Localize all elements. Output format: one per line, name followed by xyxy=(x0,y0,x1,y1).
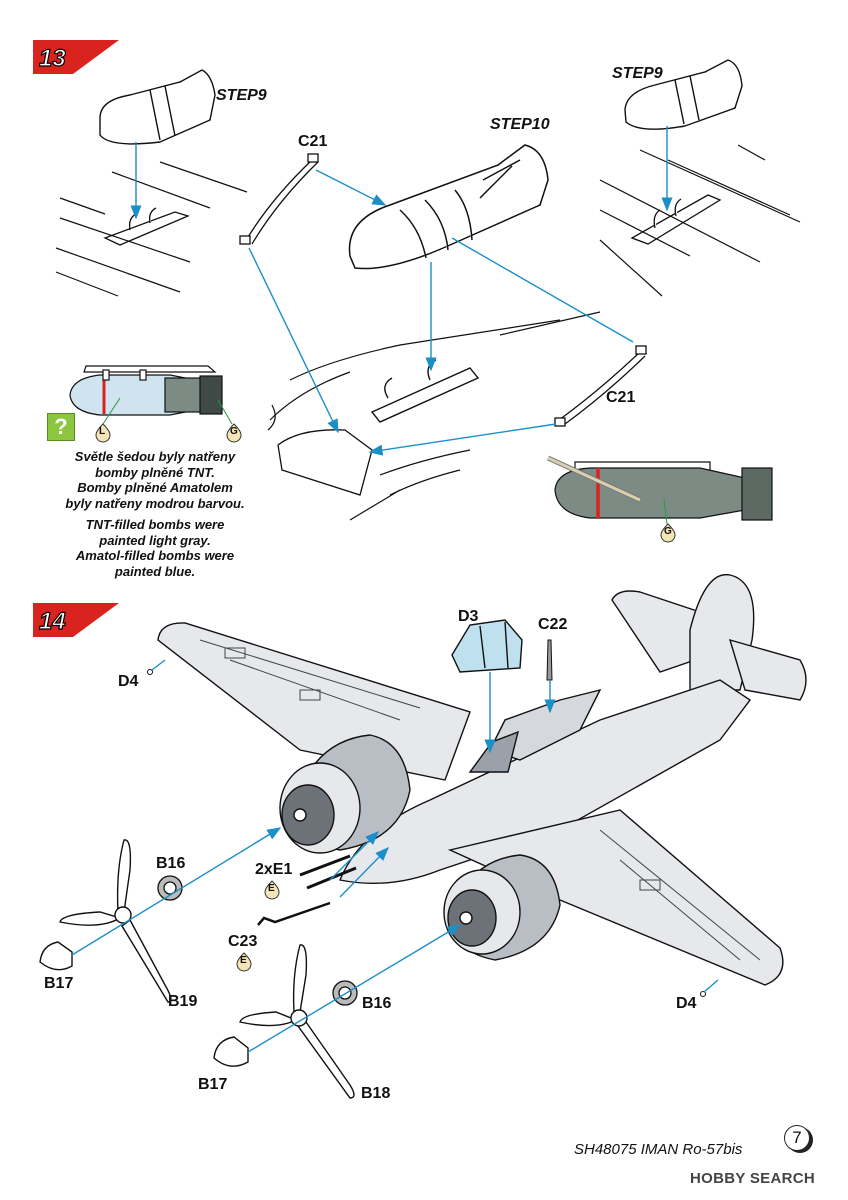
label-b16-left: B16 xyxy=(156,855,186,872)
paint-code-e1: E xyxy=(268,883,275,894)
c21-strut-top xyxy=(239,153,319,245)
step-badge-14: 14 xyxy=(33,603,119,637)
label-d4-left: D4 xyxy=(118,673,139,690)
exhaust-e1-parts xyxy=(299,854,357,890)
leaders-step14 xyxy=(71,659,719,1053)
paint-drop-g-right-shape xyxy=(660,523,676,543)
bay-panel xyxy=(277,429,373,496)
label-b18: B18 xyxy=(361,1085,391,1102)
cone-b17-right xyxy=(213,1036,249,1067)
label-b17-right: B17 xyxy=(198,1076,228,1093)
step-badge-14-shape xyxy=(33,603,119,637)
label-c22: C22 xyxy=(538,616,568,633)
note-czech: Světle šedou byly natřeny bomby plněné T… xyxy=(42,449,268,511)
bomb-profile-gray xyxy=(546,455,773,521)
watermark-brand: HOBBY SEARCH xyxy=(690,1170,816,1187)
fuselage-underside xyxy=(267,311,601,521)
wing-lines-left xyxy=(55,161,248,297)
bomb-step9-right xyxy=(624,59,743,130)
pin-d4-left xyxy=(147,669,153,675)
bomb-step9-left xyxy=(99,69,216,145)
paint-leaders xyxy=(102,397,668,525)
paint-code-g-left: G xyxy=(230,426,238,437)
spinner-b16-left xyxy=(157,875,183,901)
note-english: TNT-filled bombs were painted light gray… xyxy=(42,517,268,579)
cone-b17-left xyxy=(39,941,73,971)
paint-drop-c23: E xyxy=(236,952,252,972)
paint-drop-g-left-shape xyxy=(226,423,242,443)
rack-left xyxy=(103,207,190,246)
paint-drop-g-left: G xyxy=(226,423,242,443)
note-cz-line-4: byly natřeny modrou barvou. xyxy=(65,495,245,511)
engine-left xyxy=(279,734,411,854)
centre-rack xyxy=(370,359,480,423)
label-e1: 2xE1 xyxy=(255,861,293,878)
note-en-line-2: painted light gray. xyxy=(99,532,211,548)
engine-right xyxy=(443,854,561,961)
label-d3: D3 xyxy=(458,608,479,625)
paint-drop-l: L xyxy=(95,423,111,443)
help-icon: ? xyxy=(47,413,75,441)
paint-code-l: L xyxy=(99,426,106,437)
leaders-step10 xyxy=(248,169,634,456)
step-badge-13: 13 xyxy=(33,40,119,74)
pin-d4-right xyxy=(700,991,706,997)
bomb-step10 xyxy=(348,144,549,270)
paint-drop-c23-shape xyxy=(236,952,252,972)
wing-lines-right xyxy=(599,144,801,297)
paint-drop-g-right: G xyxy=(660,523,676,543)
label-step9-left: STEP9 xyxy=(216,87,267,104)
bomb-profile-blue xyxy=(69,365,223,416)
canopy-d3 xyxy=(451,619,523,673)
label-b16-right: B16 xyxy=(362,995,392,1012)
footer-product: SH48075 IMAN Ro-57bis xyxy=(574,1141,743,1158)
step-number-13: 13 xyxy=(38,44,66,72)
label-c21-top: C21 xyxy=(298,133,328,150)
note-en-line-3: Amatol-filled bombs were xyxy=(75,548,235,563)
label-d4-right: D4 xyxy=(676,995,697,1012)
paint-drop-e1-shape xyxy=(264,880,280,900)
propeller-b18 xyxy=(239,944,355,1099)
antenna-c22 xyxy=(546,639,553,681)
page-number: 7 xyxy=(784,1125,810,1151)
step-badge-13-shape xyxy=(33,40,119,74)
c21-strut-right xyxy=(554,345,647,427)
step-number-14: 14 xyxy=(38,607,66,635)
note-cz-line-3: Bomby plněné Amatolem xyxy=(77,480,233,495)
paint-drop-e1: E xyxy=(264,880,280,900)
label-c21-right: C21 xyxy=(606,389,636,406)
label-step9-right: STEP9 xyxy=(612,65,663,82)
note-cz-line-1: Světle šedou byly natřeny xyxy=(74,449,236,464)
part-c23 xyxy=(257,901,331,926)
spinner-b16-right xyxy=(332,980,358,1006)
label-b19: B19 xyxy=(168,993,198,1010)
note-en-line-1: TNT-filled bombs were xyxy=(85,517,225,532)
note-cz-line-2: bomby plněné TNT. xyxy=(95,464,215,480)
label-step10: STEP10 xyxy=(490,116,550,133)
label-b17-left: B17 xyxy=(44,975,74,992)
panel-lines xyxy=(199,639,761,961)
paint-code-g-right: G xyxy=(664,526,672,537)
paint-code-c23: E xyxy=(240,955,247,966)
label-c23: C23 xyxy=(228,933,258,950)
paint-drop-l-shape xyxy=(95,423,111,443)
note-en-line-4: painted blue. xyxy=(114,563,196,579)
propeller-b19 xyxy=(59,839,172,1003)
